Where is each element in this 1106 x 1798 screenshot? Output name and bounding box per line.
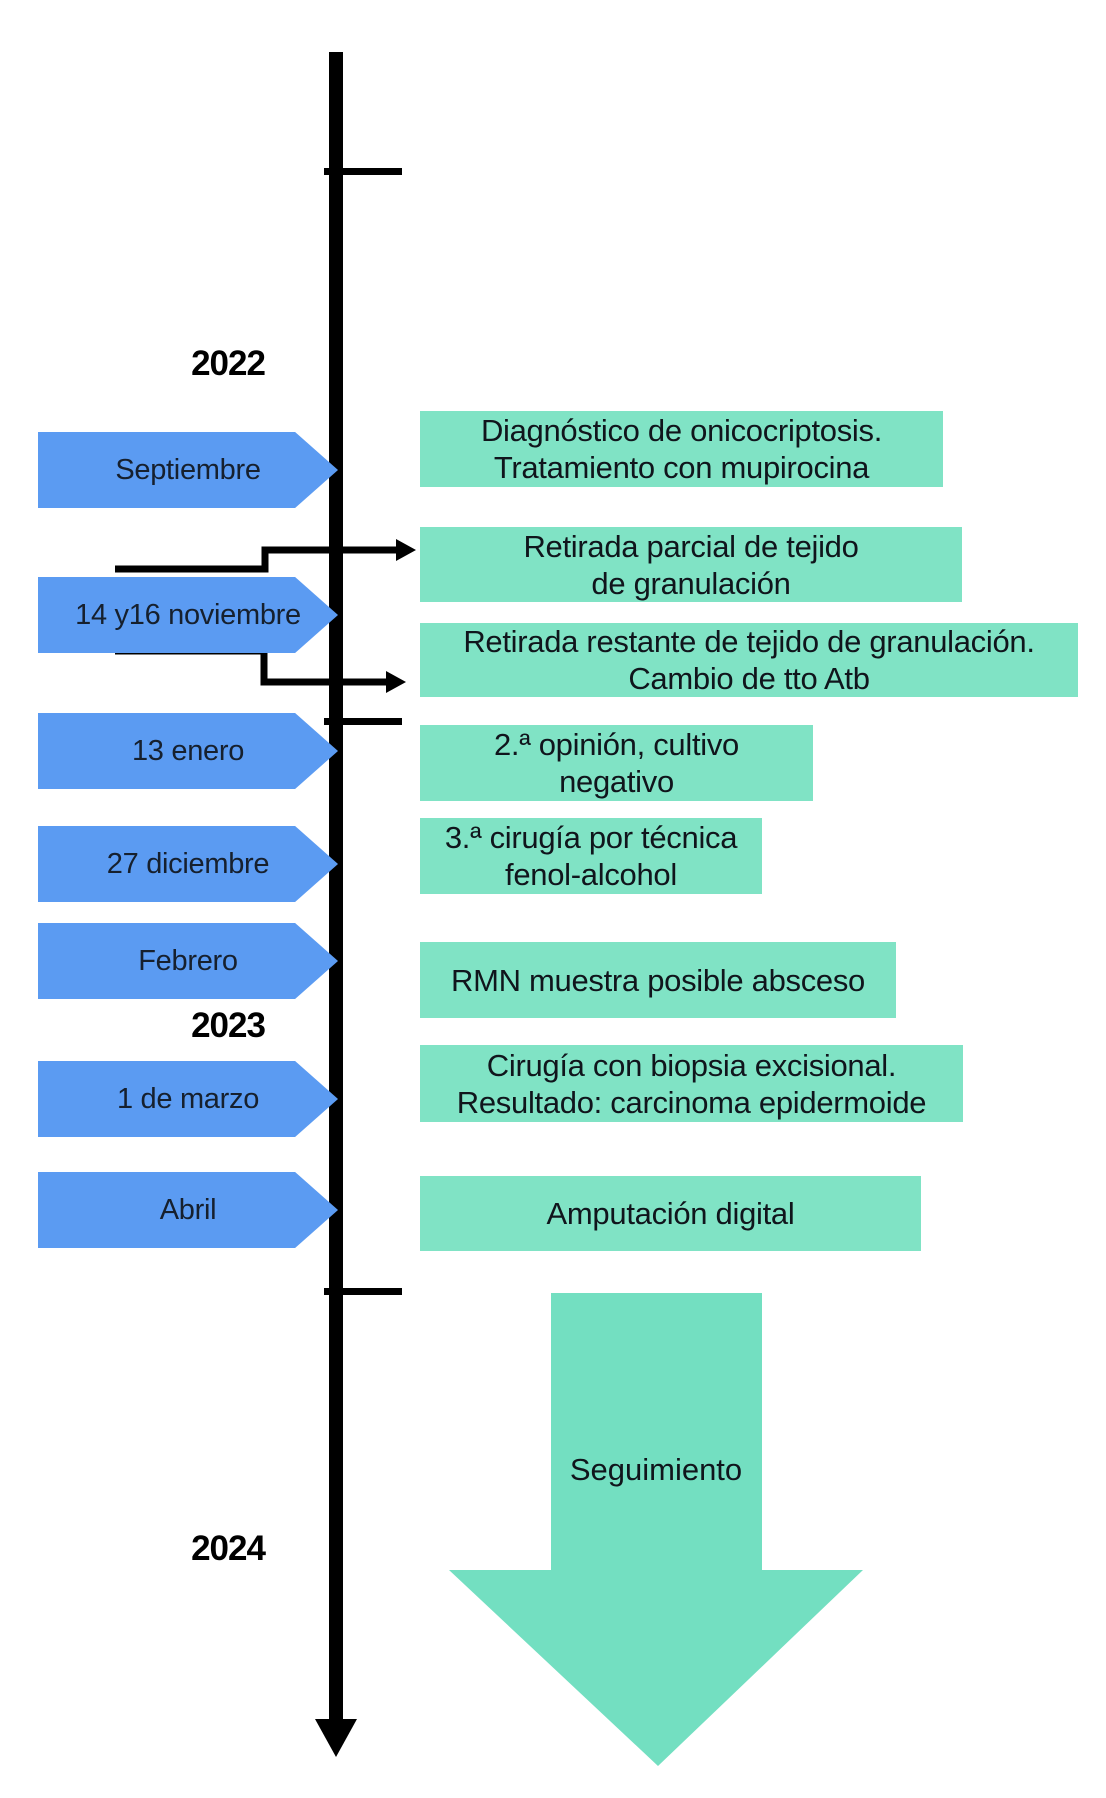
- date-arrow-abril: Abril: [38, 1172, 338, 1248]
- year-label-2022: 2022: [191, 344, 266, 383]
- date-arrow-label: Septiembre: [115, 453, 261, 486]
- date-arrow-27-diciembre: 27 diciembre: [38, 826, 338, 902]
- event-box-biopsia: Cirugía con biopsia excisional. Resultad…: [420, 1045, 963, 1122]
- year-label-2023: 2023: [191, 1006, 266, 1045]
- date-arrow-febrero: Febrero: [38, 923, 338, 999]
- connector-arrow-upper: [115, 546, 398, 573]
- date-arrow-14-16-noviembre: 14 y16 noviembre: [38, 577, 338, 653]
- date-arrow-septiembre: Septiembre: [38, 432, 338, 508]
- connector-arrowhead-lower: [386, 671, 406, 693]
- date-arrow-label: 13 enero: [131, 734, 245, 767]
- date-arrow-label: 14 y16 noviembre: [75, 598, 301, 631]
- connector-arrowhead-upper: [396, 539, 416, 561]
- followup-label: Seguimiento: [569, 1452, 743, 1487]
- tick-mark-top: [324, 168, 402, 175]
- tick-mark-bottom: [324, 1288, 402, 1295]
- event-box-retirada-restante: Retirada restante de tejido de granulaci…: [420, 623, 1078, 697]
- event-box-rmn: RMN muestra posible absceso: [420, 942, 896, 1018]
- event-box-diagnostico: Diagnóstico de onicocriptosis. Tratamien…: [420, 411, 943, 487]
- event-box-retirada-parcial: Retirada parcial de tejido de granulació…: [420, 527, 962, 602]
- event-box-segunda-opinion: 2.ª opinión, cultivo negativo: [420, 725, 813, 801]
- date-arrow-label: Abril: [159, 1193, 217, 1226]
- tick-mark-middle: [324, 718, 402, 725]
- timeline-axis: [329, 52, 343, 1719]
- event-box-amputacion: Amputación digital: [420, 1176, 921, 1251]
- date-arrow-label: Febrero: [138, 944, 238, 977]
- timeline-arrowhead: [315, 1719, 357, 1757]
- date-arrow-13-enero: 13 enero: [38, 713, 338, 789]
- year-label-2024: 2024: [191, 1529, 266, 1568]
- date-arrow-1-de-marzo: 1 de marzo: [38, 1061, 338, 1137]
- followup-down-arrow: [449, 1293, 863, 1766]
- connector-arrow-lower: [115, 647, 388, 686]
- date-arrow-label: 27 diciembre: [106, 847, 270, 880]
- event-box-tercera-cirugia: 3.ª cirugía por técnica fenol-alcohol: [420, 818, 762, 894]
- date-arrow-label: 1 de marzo: [116, 1082, 260, 1115]
